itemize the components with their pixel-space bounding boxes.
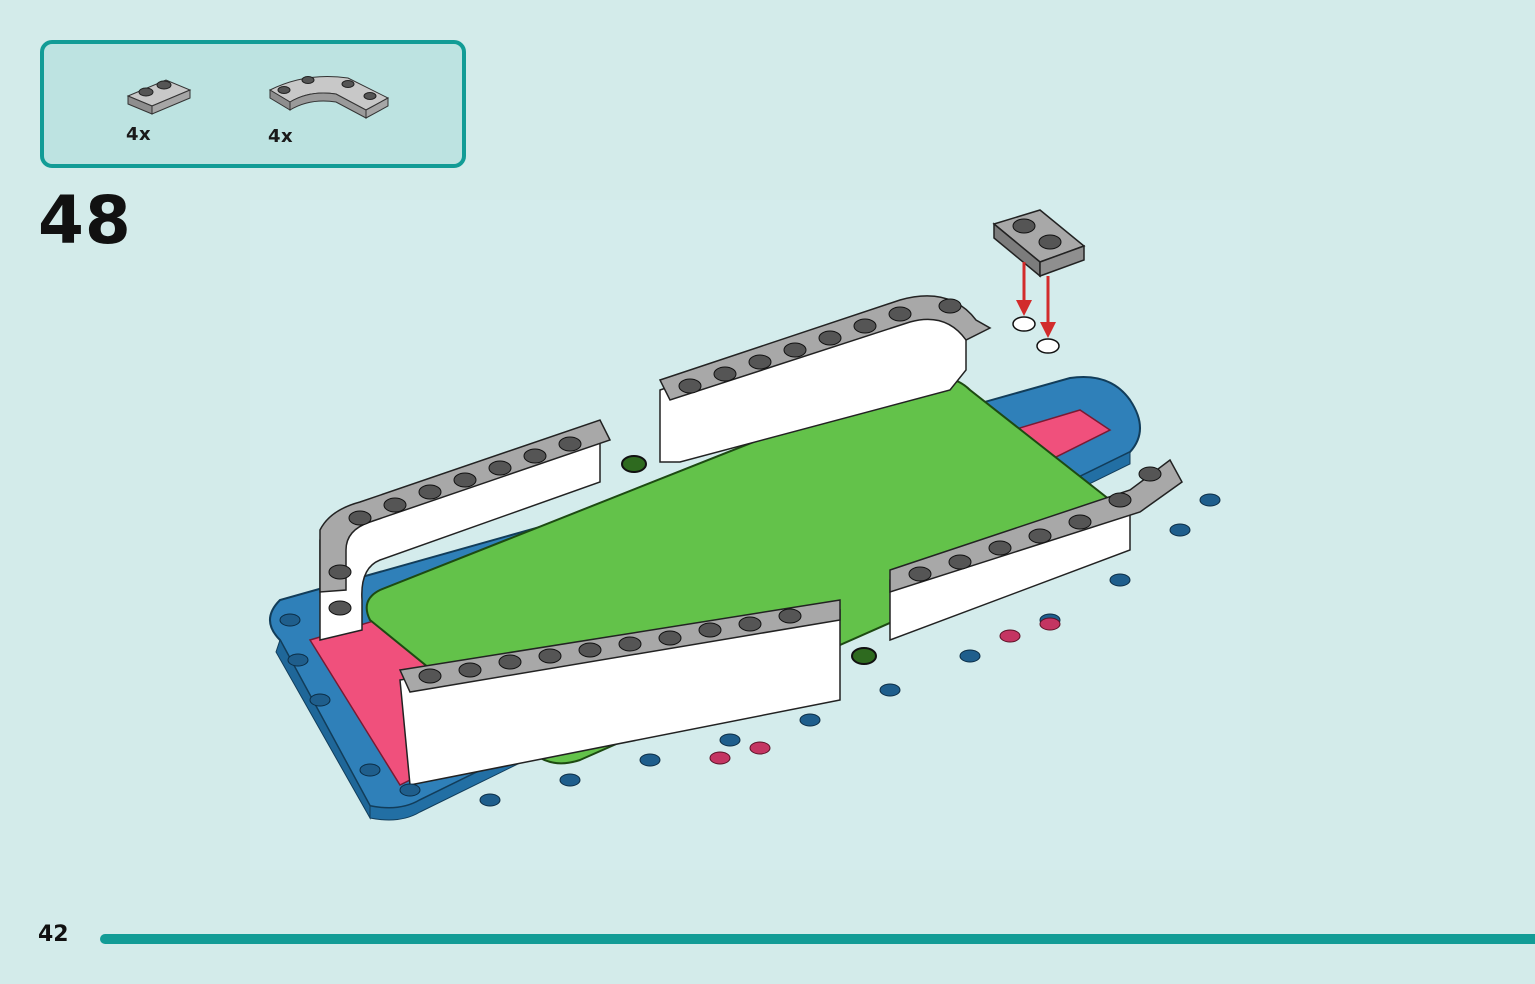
plate-1x2-icon — [126, 79, 192, 115]
part-plate-round-corner: 4x — [266, 70, 392, 147]
page-number: 42 — [38, 922, 69, 947]
part-quantity: 4x — [268, 126, 294, 147]
incoming-plate-1x2 — [992, 209, 1086, 278]
plate-round-corner-icon — [268, 76, 390, 119]
stadium-model-image — [250, 200, 1250, 870]
parts-list-box: 4x 4x — [40, 40, 466, 168]
step-number: 48 — [38, 182, 132, 259]
part-quantity: 4x — [126, 124, 152, 145]
gray-rail-back-right — [658, 295, 992, 401]
model-illustration — [250, 200, 1250, 874]
part-plate-1x2: 4x — [124, 74, 194, 145]
footer-divider-bar — [100, 934, 1535, 944]
place-plate-arrow-icon — [1016, 262, 1056, 338]
